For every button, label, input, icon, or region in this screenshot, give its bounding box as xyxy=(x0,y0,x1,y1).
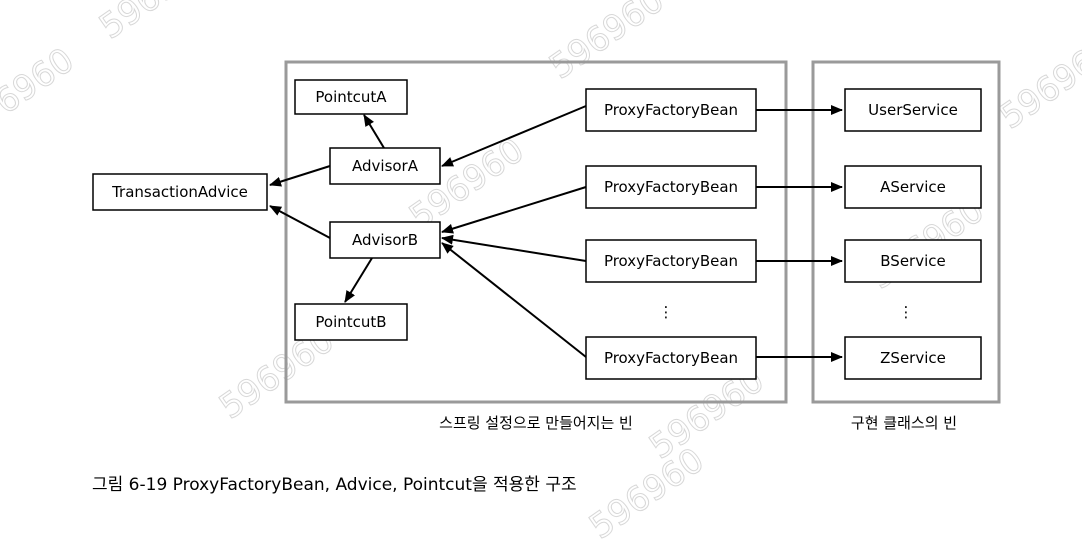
proxyfactorybean-3-box xyxy=(585,239,757,283)
implementation-class-group xyxy=(811,60,1001,404)
transactionadvice-box xyxy=(92,173,268,211)
edge-advisorb-to-pointcutb xyxy=(344,257,373,303)
spring-config-group-label: 스프링 설정으로 만들어지는 빈 xyxy=(439,414,633,432)
watermark: 596960 xyxy=(582,440,711,547)
watermark: 596960 xyxy=(992,30,1082,137)
userservice-label: UserService xyxy=(868,101,958,119)
pointcutb-box xyxy=(294,303,408,341)
pointcutb-label: PointcutB xyxy=(315,313,386,331)
edges xyxy=(269,105,843,362)
watermark: 596960 xyxy=(542,0,671,87)
proxyfactorybean-4-label: ProxyFactoryBean xyxy=(604,349,738,367)
pointcuta-label: PointcutA xyxy=(315,88,387,106)
bservice-label: BService xyxy=(880,252,945,270)
bservice-box xyxy=(844,239,982,283)
edge-proxy3-to-advisorb xyxy=(441,234,587,262)
implementation-class-group-label: 구현 클래스의 빈 xyxy=(851,414,957,432)
proxyfactorybean-2-label: ProxyFactoryBean xyxy=(604,178,738,196)
edge-advisora-to-pointcuta xyxy=(363,114,385,149)
advisorb-label: AdvisorB xyxy=(352,231,418,249)
proxyfactorybean-2-box xyxy=(585,165,757,209)
pointcuta-box xyxy=(294,79,408,115)
edge-advisorb-to-transactionadvice xyxy=(269,205,331,239)
zservice-box xyxy=(844,336,982,380)
edge-proxy2-to-advisorb xyxy=(441,186,587,234)
edge-proxy4-to-advisorb xyxy=(441,242,587,358)
figure-caption: 그림 6-19 ProxyFactoryBean, Advice, Pointc… xyxy=(92,475,577,495)
edge-proxy1-to-advisora xyxy=(441,105,587,167)
aservice-box xyxy=(844,165,982,209)
proxyfactorybean-1-label: ProxyFactoryBean xyxy=(604,101,738,119)
spring-config-group xyxy=(284,60,788,404)
zservice-label: ZService xyxy=(880,349,946,367)
proxyfactorybean-3-label: ProxyFactoryBean xyxy=(604,252,738,270)
watermark: 596960 xyxy=(0,40,81,147)
transactionadvice-label: TransactionAdvice xyxy=(111,183,248,201)
advisora-box xyxy=(329,147,441,185)
aservice-label: AService xyxy=(880,178,946,196)
watermark: 596960 xyxy=(92,0,221,47)
proxyfactorybean-4-box xyxy=(585,336,757,380)
advisorb-box xyxy=(329,221,441,259)
service-ellipsis: ⋮ xyxy=(899,303,914,321)
proxy-ellipsis: ⋮ xyxy=(659,303,674,321)
edge-advisora-to-transactionadvice xyxy=(269,165,331,187)
userservice-box xyxy=(844,88,982,132)
advisora-label: AdvisorA xyxy=(352,157,419,175)
proxyfactorybean-1-box xyxy=(585,88,757,132)
